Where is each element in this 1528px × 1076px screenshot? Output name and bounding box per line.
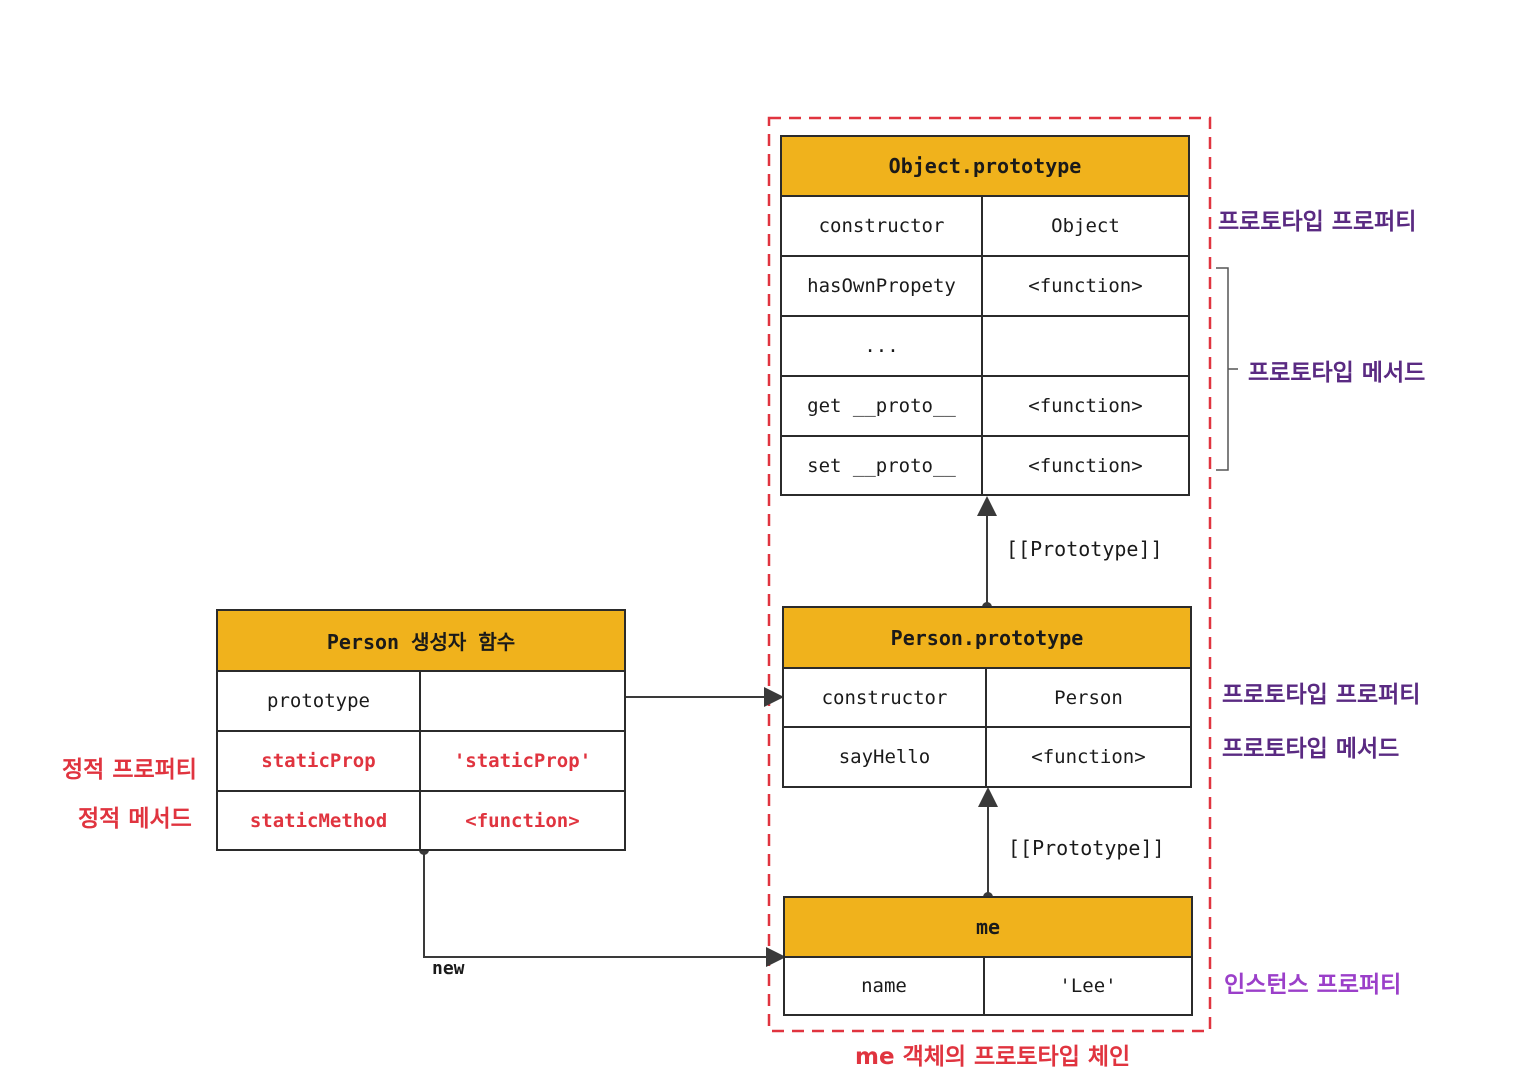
table-row: hasOwnPropety <function> [782,257,1188,317]
row-key: sayHello [784,728,987,786]
new-label: new [432,958,465,979]
prototype-chain-border [767,116,1212,1033]
row-key: constructor [782,197,983,255]
row-value: <function> [1028,395,1143,417]
row-value: <function> [465,809,580,832]
methods-brace [1216,267,1238,471]
proto-methods-label-1: 프로토타입 메서드 [1248,360,1426,386]
row-key: set __proto__ [782,437,983,494]
proto-methods-label-2: 프로토타입 메서드 [1222,736,1400,762]
chain-caption: me 객체의 프로토타입 체인 [855,1044,1131,1070]
proto-property-label-1: 프로토타입 프로퍼티 [1218,209,1417,235]
person-constructor-title: Person 생성자 함수 [218,611,624,672]
prototype-link-label-2: [[Prototype]] [1008,836,1165,860]
row-value: Object [1051,215,1120,237]
row-value: <function> [1028,275,1143,297]
table-row: constructor Person [784,669,1190,728]
me-object-box: me name 'Lee' [783,896,1193,1016]
row-value: 'Lee' [1059,975,1117,997]
row-key: staticMethod [218,792,421,849]
table-row: get __proto__ <function> [782,377,1188,437]
row-value: <function> [1031,746,1146,768]
row-value: Person [1054,686,1123,709]
table-row: prototype [218,672,624,732]
proto-property-label-2: 프로토타입 프로퍼티 [1222,682,1421,708]
row-value: 'staticProp' [453,750,592,772]
row-key: hasOwnPropety [782,257,983,315]
row-key: name [785,958,985,1014]
table-row: constructor Object [782,197,1188,257]
table-row: staticMethod <function> [218,792,624,849]
new-arrow [423,850,786,967]
row-key: ... [782,317,983,375]
row-key: constructor [784,669,987,726]
instance-property-label: 인스턴스 프로퍼티 [1224,972,1402,998]
table-row: set __proto__ <function> [782,437,1188,494]
row-value: <function> [1028,454,1143,477]
row-key: get __proto__ [782,377,983,435]
static-property-label: 정적 프로퍼티 [62,757,197,783]
table-row: staticProp 'staticProp' [218,732,624,792]
row-value [421,672,624,730]
row-key: prototype [218,672,421,730]
person-constructor-box: Person 생성자 함수 prototype staticProp 'stat… [216,609,626,851]
table-row: ... [782,317,1188,377]
row-value [983,317,1188,375]
prototype-link-label-1: [[Prototype]] [1006,537,1163,561]
person-prototype-box: Person.prototype constructor Person sayH… [782,606,1192,788]
object-prototype-box: Object.prototype constructor Object hasO… [780,135,1190,496]
table-row: sayHello <function> [784,728,1190,786]
table-row: name 'Lee' [785,958,1191,1014]
static-method-label: 정적 메서드 [78,806,192,832]
row-key: staticProp [218,732,421,790]
me-object-title: me [785,898,1191,958]
object-prototype-title: Object.prototype [782,137,1188,197]
person-prototype-title: Person.prototype [784,608,1190,669]
